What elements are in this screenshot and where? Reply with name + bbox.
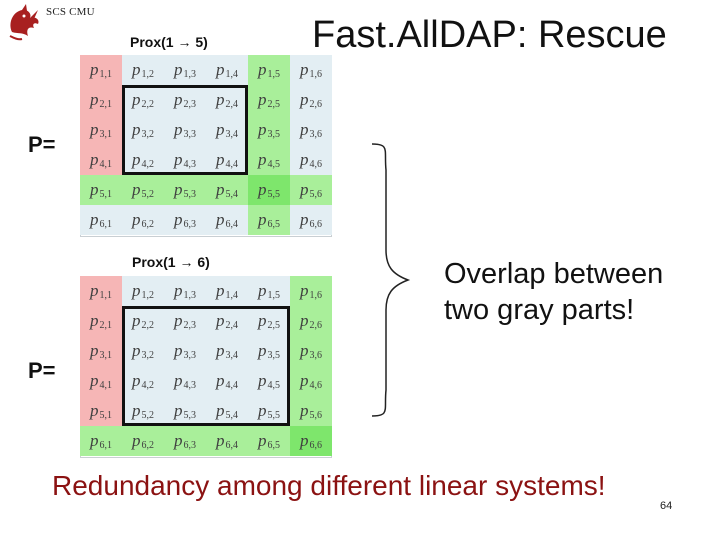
curly-brace [371, 143, 411, 417]
redundancy-text: Redundancy among different linear system… [52, 470, 606, 501]
matrix2-p-label: P= [28, 358, 56, 383]
dragon-logo-icon [9, 4, 39, 41]
matrix1-label: Prox(1 → 5) [130, 34, 208, 50]
overlap-text: Overlap between two gray parts! [444, 258, 664, 326]
matrix1-gray-square [122, 85, 248, 175]
logo-text: SCS CMU [46, 6, 95, 18]
matrix2-gray-square [122, 306, 290, 426]
slide-title: Fast.AllDAP: Rescue [312, 14, 667, 56]
page-number: 64 [660, 500, 673, 512]
matrix2-label: Prox(1 → 6) [132, 254, 210, 270]
matrix1-p-label: P= [28, 132, 56, 157]
